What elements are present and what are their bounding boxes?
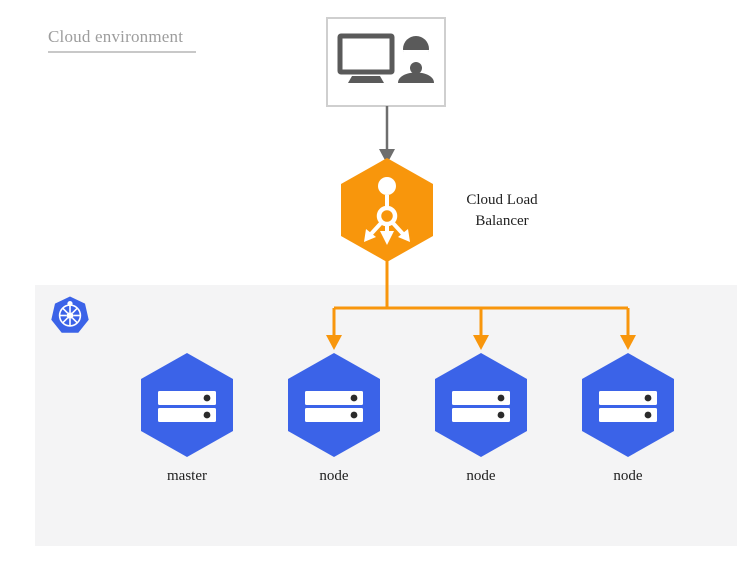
- cluster-node-master[interactable]: [141, 353, 233, 457]
- user-icon: [398, 36, 434, 83]
- load-balancer-branch-connectors: [320, 258, 650, 356]
- load-balancer-icon: [364, 177, 410, 245]
- server-icon: [305, 391, 363, 422]
- section-title: Cloud environment: [48, 27, 184, 46]
- branch-arrowheads: [326, 335, 636, 350]
- cluster-node-label-1: node: [319, 468, 349, 484]
- cluster-node-label-3: node: [613, 468, 643, 484]
- cluster-node-label-master: master: [167, 468, 207, 484]
- section-title-underline: [48, 51, 196, 53]
- server-icon: [158, 391, 216, 422]
- load-balancer-label: Cloud Load Balancer: [442, 190, 562, 232]
- cluster-node-2[interactable]: [435, 353, 527, 457]
- load-balancer-label-line-1: Cloud Load: [466, 192, 538, 208]
- load-balancer-label-line-2: Balancer: [475, 213, 529, 229]
- cluster-node-label-2: node: [466, 468, 496, 484]
- kubernetes-logo: [49, 295, 91, 337]
- monitor-icon: [337, 33, 395, 83]
- client-to-load-balancer-arrow: [370, 106, 404, 168]
- cluster-node-1[interactable]: [288, 353, 380, 457]
- client-box: [326, 17, 446, 107]
- server-icon: [599, 391, 657, 422]
- server-icon: [452, 391, 510, 422]
- load-balancer-hexagon[interactable]: [341, 158, 433, 262]
- cluster-node-3[interactable]: [582, 353, 674, 457]
